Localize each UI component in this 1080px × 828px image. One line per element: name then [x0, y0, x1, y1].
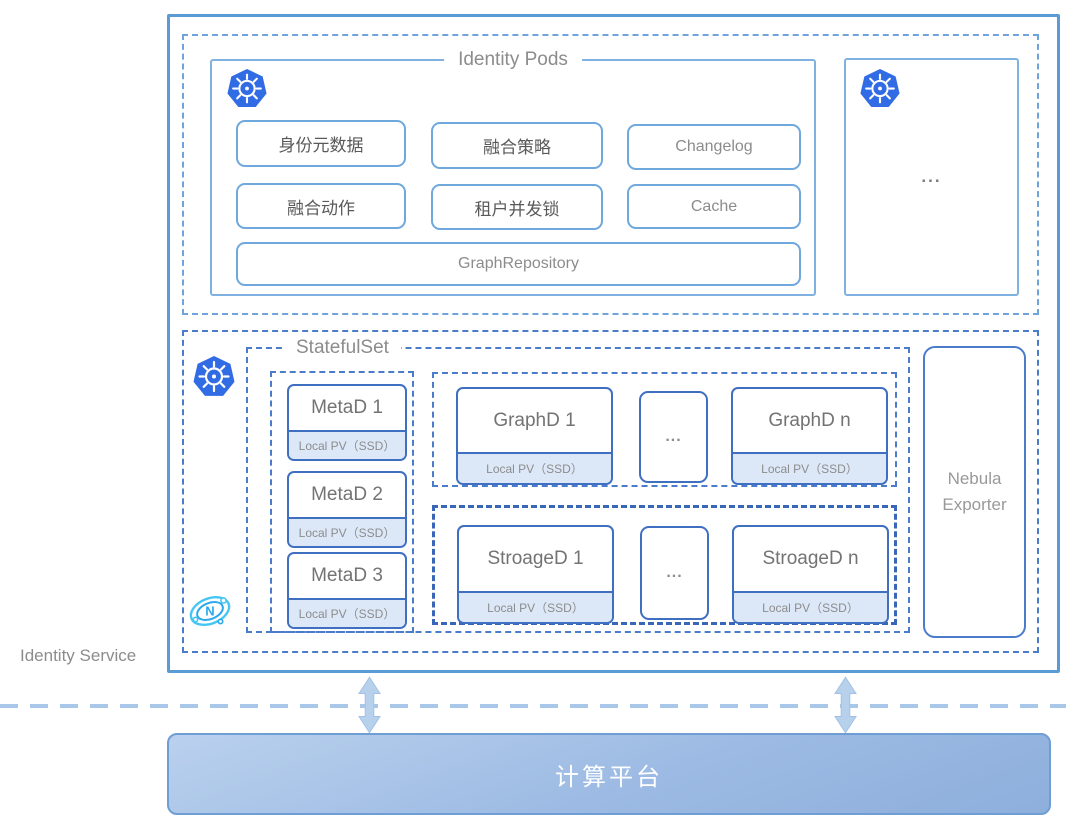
node-name: MetaD 2 [311, 484, 383, 505]
metad-group: MetaD 1 Local PV（SSD） MetaD 2 Local PV（S… [270, 371, 414, 633]
local-pv-badge: Local PV（SSD） [289, 598, 405, 627]
identity-pods-box: Identity Pods 身份元数据 融合策略 Changelog 融合动作 … [210, 48, 816, 296]
module-identity-metadata: 身份元数据 [236, 120, 406, 167]
metad-node: MetaD 1 Local PV（SSD） [287, 384, 407, 461]
kubernetes-icon [226, 68, 268, 110]
local-pv-badge: Local PV（SSD） [289, 430, 405, 459]
statefulset-title: StatefulSet [284, 336, 401, 360]
nebula-exporter-label: Nebula [947, 468, 1002, 488]
boundary-dashed-line [0, 704, 1066, 708]
local-pv-badge: Local PV（SSD） [289, 517, 405, 546]
graphd-node: GraphD 1 Local PV（SSD） [456, 387, 613, 485]
kubernetes-icon [192, 355, 236, 399]
identity-pods-title: Identity Pods [444, 48, 582, 72]
identity-pods-group [182, 34, 1039, 315]
metad-node: MetaD 3 Local PV（SSD） [287, 552, 407, 629]
module-graph-repository: GraphRepository [236, 242, 801, 286]
storaged-group: StroageD 1 Local PV（SSD） ... StroageD n … [432, 505, 897, 625]
local-pv-badge: Local PV（SSD） [733, 452, 886, 483]
node-name: StroageD n [762, 548, 859, 569]
module-tenant-lock: 租户并发锁 [431, 184, 603, 230]
storaged-node: StroageD 1 Local PV（SSD） [457, 525, 614, 624]
data-flow-arrow-left [358, 676, 381, 734]
module-fusion-policy: 融合策略 [431, 122, 603, 169]
more-pods-box: ... [844, 58, 1019, 296]
local-pv-badge: Local PV（SSD） [734, 591, 887, 622]
kubernetes-icon [859, 68, 901, 110]
module-fusion-action: 融合动作 [236, 183, 406, 229]
module-cache: Cache [627, 184, 801, 229]
storaged-ellipsis-box: ... [640, 526, 709, 620]
more-pods-ellipsis: ... [921, 167, 942, 186]
statefulset-box: StatefulSet MetaD 1 Local PV（SSD） MetaD … [246, 336, 910, 633]
nebula-exporter-box: Nebula Exporter [923, 346, 1026, 638]
node-name: MetaD 3 [311, 565, 383, 586]
graphd-ellipsis-box: ... [639, 391, 708, 483]
nebula-exporter-label: Exporter [942, 495, 1007, 514]
node-name: GraphD n [768, 409, 851, 431]
node-name: GraphD 1 [493, 409, 576, 431]
node-name: StroageD 1 [487, 548, 584, 569]
node-name: MetaD 1 [311, 397, 383, 418]
nebula-icon [186, 587, 234, 635]
graphd-node: GraphD n Local PV（SSD） [731, 387, 888, 485]
graphd-group: GraphD 1 Local PV（SSD） ... GraphD n Loca… [432, 372, 897, 487]
local-pv-badge: Local PV（SSD） [458, 452, 611, 483]
nebula-cluster-group [182, 330, 1039, 653]
storaged-node: StroageD n Local PV（SSD） [732, 525, 889, 624]
compute-platform-bar: 计算平台 [167, 733, 1051, 815]
local-pv-badge: Local PV（SSD） [459, 591, 612, 622]
identity-service-box [167, 14, 1060, 673]
metad-node: MetaD 2 Local PV（SSD） [287, 471, 407, 548]
module-changelog: Changelog [627, 124, 801, 170]
identity-service-label: Identity Service [20, 646, 137, 665]
compute-platform-label: 计算平台 [555, 763, 663, 791]
data-flow-arrow-right [834, 676, 857, 734]
